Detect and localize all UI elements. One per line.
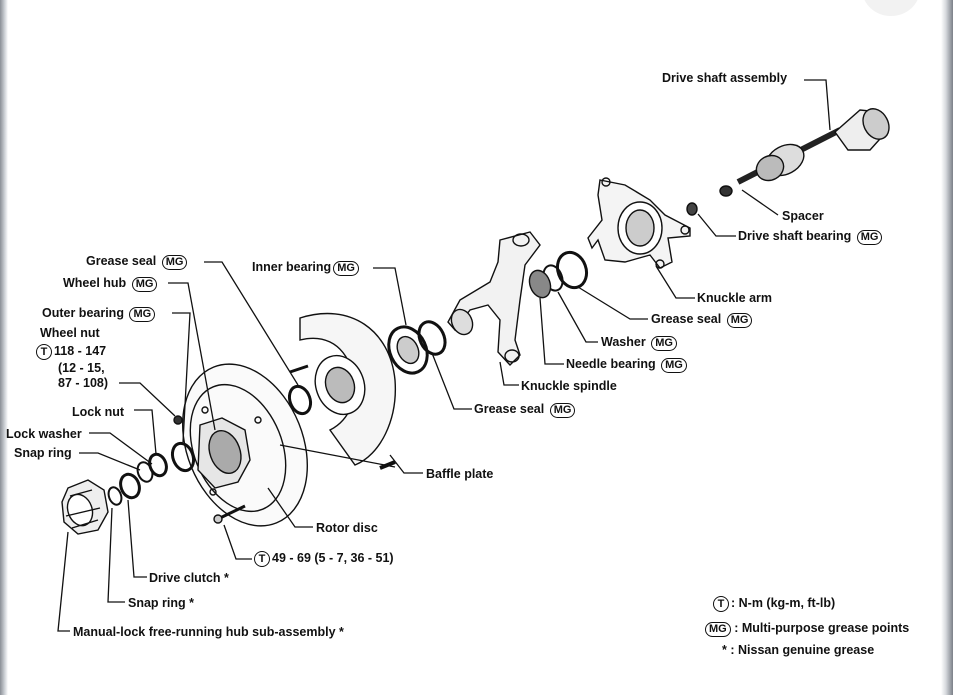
corner-shadow: [862, 0, 920, 16]
drive-shaft-assembly-part: [719, 108, 890, 197]
label-lock-nut: Lock nut: [72, 405, 125, 419]
grease-seal-top-part: [287, 384, 313, 416]
rotor-disc-part: [181, 363, 309, 527]
label-rotor-disc: Rotor disc: [316, 521, 378, 535]
label-wheel-hub: Wheel hub MG: [63, 276, 158, 292]
grease-seal-lower-part: [417, 320, 447, 356]
label-outer-bearing: Outer bearing MG: [42, 306, 156, 322]
inner-bearing-part: [387, 325, 429, 375]
drive-shaft-bearing-part: [686, 202, 698, 216]
lock-nut-part: [173, 415, 183, 425]
label-grease-seal-top: Grease seal MG: [86, 254, 188, 270]
label-wheel-nut-torque-3: 87 - 108): [58, 376, 109, 390]
leader-lines: [57, 79, 831, 632]
label-manual-lock-hub: Manual-lock free-running hub sub-assembl…: [73, 625, 344, 639]
window-left-edge: [0, 0, 8, 695]
inner-bearing-race: [396, 335, 420, 365]
label-knuckle-arm: Knuckle arm: [697, 291, 773, 305]
label-spacer: Spacer: [782, 209, 824, 223]
label-wheel-nut-torque-2: (12 - 15,: [58, 361, 105, 375]
label-washer: Washer MG: [601, 335, 677, 351]
label-needle-bearing: Needle bearing MG: [566, 357, 687, 373]
knuckle-arm-part: [587, 177, 691, 269]
label-wheel-nut: Wheel nut: [40, 326, 100, 340]
label-grease-seal-right: Grease seal MG: [651, 312, 753, 328]
legend-nissan-grease: * : Nissan genuine grease: [722, 643, 875, 657]
drive-clutch-part: [119, 472, 141, 500]
snap-ring-left-part: [136, 461, 154, 483]
outer-bearing-part: [170, 441, 196, 473]
label-lock-washer: Lock washer: [6, 427, 82, 441]
label-snap-ring-bottom: Snap ring *: [128, 596, 194, 610]
label-drive-clutch: Drive clutch *: [149, 571, 229, 585]
manual-lock-hub-part: [61, 479, 109, 535]
label-baffle-plate: Baffle plate: [426, 467, 494, 481]
snap-ring-bottom-part: [107, 486, 123, 506]
label-knuckle-spindle: Knuckle spindle: [521, 379, 617, 393]
knuckle-spindle-part: [447, 231, 541, 367]
legend-grease: MG : Multi-purpose grease points: [703, 621, 909, 637]
label-grease-seal-lower: Grease seal MG: [474, 402, 576, 418]
label-drive-shaft-bearing: Drive shaft bearing MG: [738, 229, 883, 245]
label-drive-shaft-assembly: Drive shaft assembly: [662, 71, 788, 85]
baffle-plate-part: [299, 312, 397, 466]
legend-torque: T: N-m (kg-m, ft-lb): [713, 596, 835, 612]
needle-bearing-part: [528, 269, 552, 299]
window-right-edge: [941, 0, 953, 695]
label-snap-ring-left: Snap ring: [14, 446, 72, 460]
